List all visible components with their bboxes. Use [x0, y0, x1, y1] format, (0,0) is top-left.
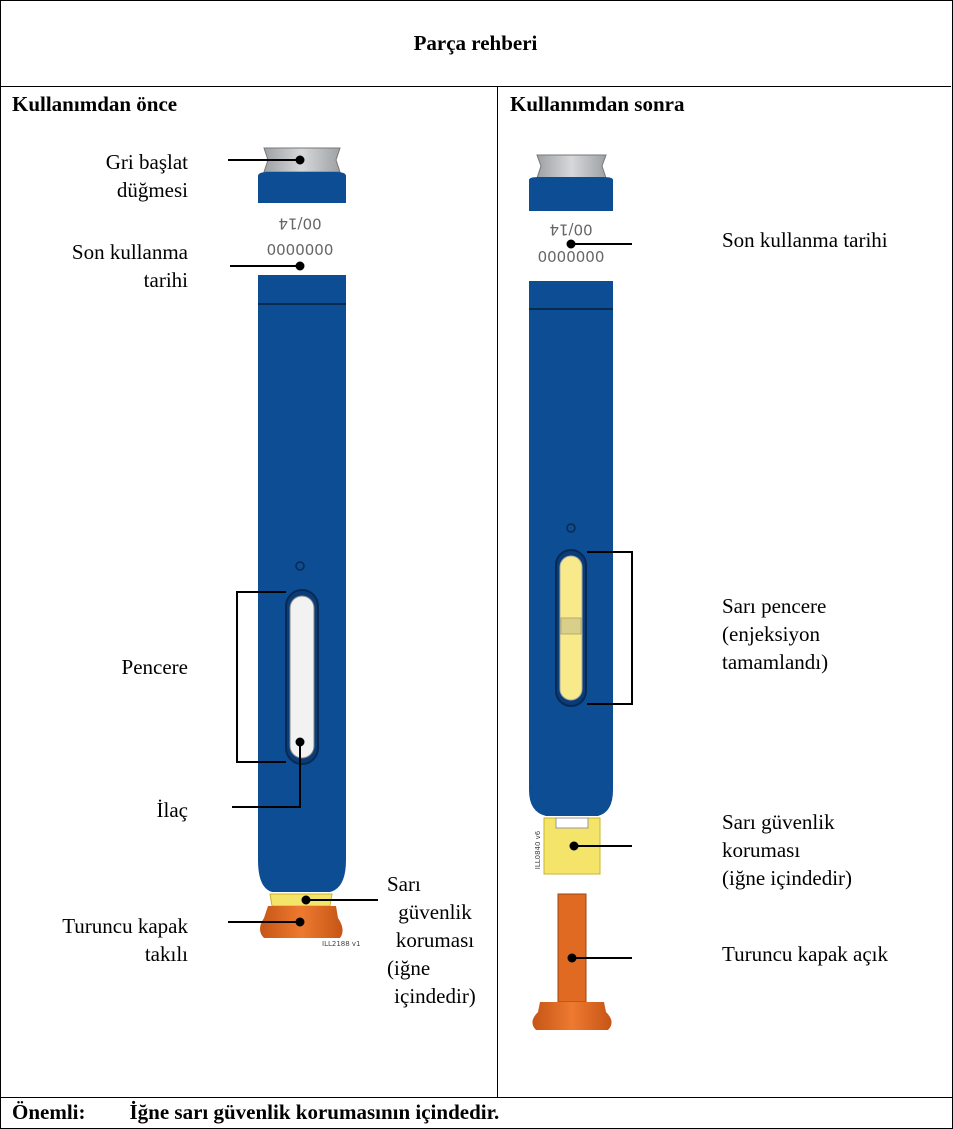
- label-expiry-after: Son kullanma tarihi: [722, 228, 888, 252]
- indicator-dot-before: [295, 561, 305, 571]
- before-leaders: [228, 155, 378, 927]
- label-guard-after: Sarı güvenlik koruması (iğne içindedir): [722, 808, 852, 892]
- pen-label-bottom-after: 0000000: [538, 248, 605, 266]
- label-expiry-before: Son kullanma tarihi: [20, 238, 188, 294]
- window-glass-before: [289, 595, 315, 759]
- label-cap-line1: Turuncu kapak: [62, 914, 188, 938]
- indicator-dot-after: [566, 523, 576, 533]
- label-medicine: İlaç: [156, 798, 188, 822]
- label-expiry-before-line2: tarihi: [143, 268, 188, 292]
- label-guard-before-line4: (iğne: [387, 956, 431, 980]
- important-note: Önemli: İğne sarı güvenlik korumasının iç…: [12, 1098, 499, 1126]
- pen-before: 00/14 0000000 ILL2188 v1: [258, 147, 361, 948]
- important-text: İğne sarı güvenlik korumasının içindedir…: [129, 1100, 500, 1124]
- label-guard-after-line1: Sarı güvenlik: [722, 810, 835, 834]
- orange-cap-stem: [557, 893, 587, 1003]
- pen-body-after: [529, 177, 613, 816]
- after-leaders: [566, 239, 633, 963]
- code-before: ILL2188 v1: [322, 940, 361, 948]
- window-plunger: [560, 617, 582, 635]
- label-start-button: Gri başlat düğmesi: [40, 148, 188, 204]
- pen-label-top-after: 00/14: [549, 221, 592, 239]
- label-guard-before-line2: güvenlik: [398, 900, 472, 924]
- label-guard-before-line3: koruması: [395, 928, 475, 952]
- pen-label-top-before: 00/14: [278, 215, 321, 233]
- footer-divider: [0, 1097, 953, 1098]
- label-yellow-window-line3: tamamlandı): [722, 650, 829, 674]
- column-divider: [497, 87, 498, 1097]
- label-start-button-line2: düğmesi: [116, 178, 188, 202]
- pen-body-before: [258, 172, 346, 892]
- label-cap-removed: Turuncu kapak açık: [722, 942, 889, 966]
- important-label: Önemli:: [12, 1100, 86, 1124]
- label-guard-after-line3: (iğne içindedir): [722, 866, 853, 890]
- label-guard-before-line1: Sarı: [387, 872, 421, 896]
- before-heading: Kullanımdan önce: [12, 92, 178, 116]
- code-after: ILL0840 v6: [534, 830, 542, 869]
- label-yellow-window-line2: (enjeksiyon: [722, 622, 820, 646]
- page-title-text: Parça rehberi: [413, 30, 538, 55]
- label-yellow-window-line1: Sarı pencere: [722, 594, 827, 618]
- label-window: Pencere: [121, 655, 188, 679]
- gray-start-button-after: [536, 154, 607, 179]
- label-guard-before: Sarı güvenlik koruması (iğne içindedir): [375, 870, 495, 1010]
- pen-label-bottom-before: 0000000: [267, 241, 334, 259]
- page-title: Parça rehberi: [0, 0, 951, 87]
- orange-cap-after: [532, 1002, 612, 1030]
- label-guard-after-line2: koruması: [722, 838, 801, 862]
- after-heading: Kullanımdan sonra: [510, 92, 685, 116]
- label-yellow-window: Sarı pencere (enjeksiyon tamamlandı): [722, 592, 828, 676]
- label-start-button-line1: Gri başlat: [105, 150, 188, 174]
- label-cap-line2: takılı: [144, 942, 188, 966]
- label-cap-attached: Turuncu kapak takılı: [20, 912, 188, 968]
- pen-after: 00/14 0000000 ILL0840 v6: [529, 154, 613, 1030]
- label-expiry-before-line1: Son kullanma: [71, 240, 188, 264]
- label-guard-before-line5: içindedir): [394, 984, 476, 1008]
